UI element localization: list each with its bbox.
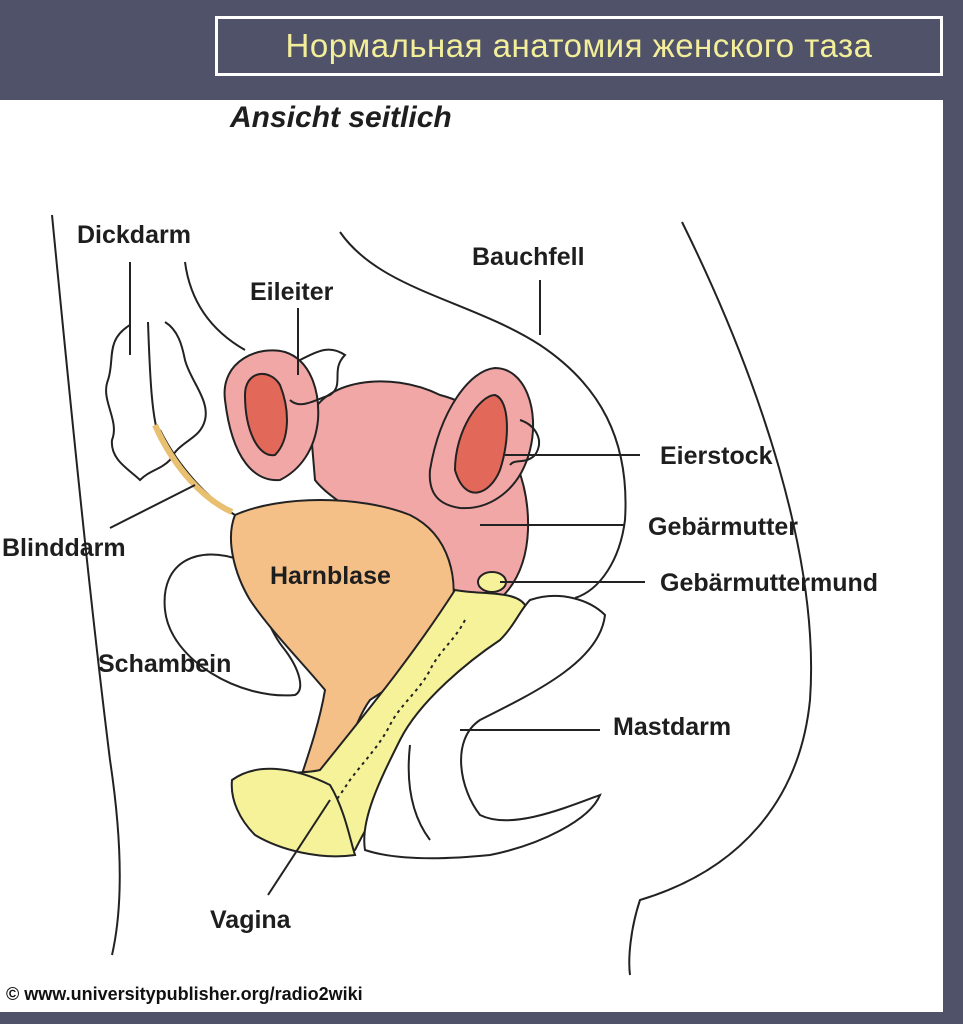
source-credit: © www.universitypublisher.org/radio2wiki [6, 984, 363, 1004]
fimbriae-left [289, 348, 347, 406]
body-outline-front [51, 214, 121, 956]
label-eierstock: Eierstock [660, 442, 773, 470]
label-blinddarm: Blinddarm [2, 534, 126, 562]
vestibule [230, 767, 357, 858]
ovary-left [243, 372, 288, 457]
vagina-rugae [319, 619, 466, 821]
label-eileiter: Eileiter [250, 278, 334, 306]
ovary-right [453, 393, 508, 494]
label-vagina: Vagina [210, 906, 292, 934]
label-mastdarm: Mastdarm [613, 713, 731, 741]
rectum-inner [407, 744, 431, 841]
bladder [229, 499, 455, 781]
label-gebaermuttermund: Gebärmuttermund [660, 569, 878, 597]
rectum [363, 594, 607, 860]
slide-title: Нормальная анатомия женского таза [215, 16, 943, 76]
urethra [159, 429, 236, 516]
fallopian-link [184, 261, 246, 351]
label-schambein: Schambein [98, 650, 231, 678]
body-outline-back [628, 221, 813, 976]
leader-vagina [267, 799, 331, 896]
leader-blinddarm [109, 484, 196, 529]
colon [105, 321, 207, 482]
peritoneum [339, 231, 627, 599]
colon-inner [147, 321, 161, 441]
label-harnblase: Harnblase [270, 562, 391, 590]
label-bauchfell: Bauchfell [472, 243, 585, 271]
label-dickdarm: Dickdarm [77, 221, 191, 249]
label-gebaermutter: Gebärmutter [648, 513, 798, 541]
diagram-subtitle: Ansicht seitlich [229, 101, 452, 134]
ureter [152, 423, 234, 515]
